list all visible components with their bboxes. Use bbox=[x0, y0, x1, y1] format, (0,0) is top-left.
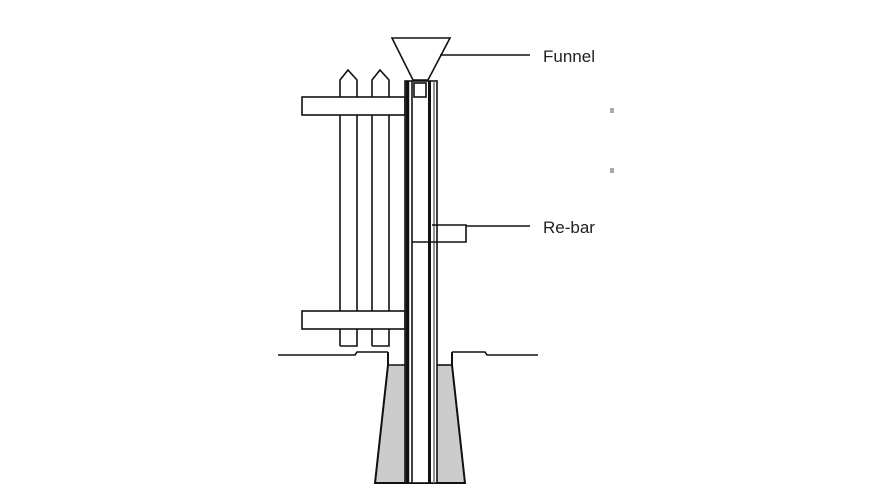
funnel bbox=[390, 37, 452, 81]
fence-picket bbox=[339, 68, 358, 347]
ground-line bbox=[278, 351, 538, 356]
fence-picket bbox=[371, 68, 390, 347]
funnel-label: Funnel bbox=[543, 47, 595, 66]
fence-rail-bottom bbox=[301, 310, 406, 330]
artifact-mark bbox=[610, 108, 614, 113]
rebar-label: Re-bar bbox=[543, 218, 595, 237]
fence-post bbox=[404, 80, 438, 484]
fence-rail-top bbox=[301, 96, 406, 116]
rebar bbox=[412, 224, 467, 243]
artifact-mark bbox=[610, 168, 614, 173]
